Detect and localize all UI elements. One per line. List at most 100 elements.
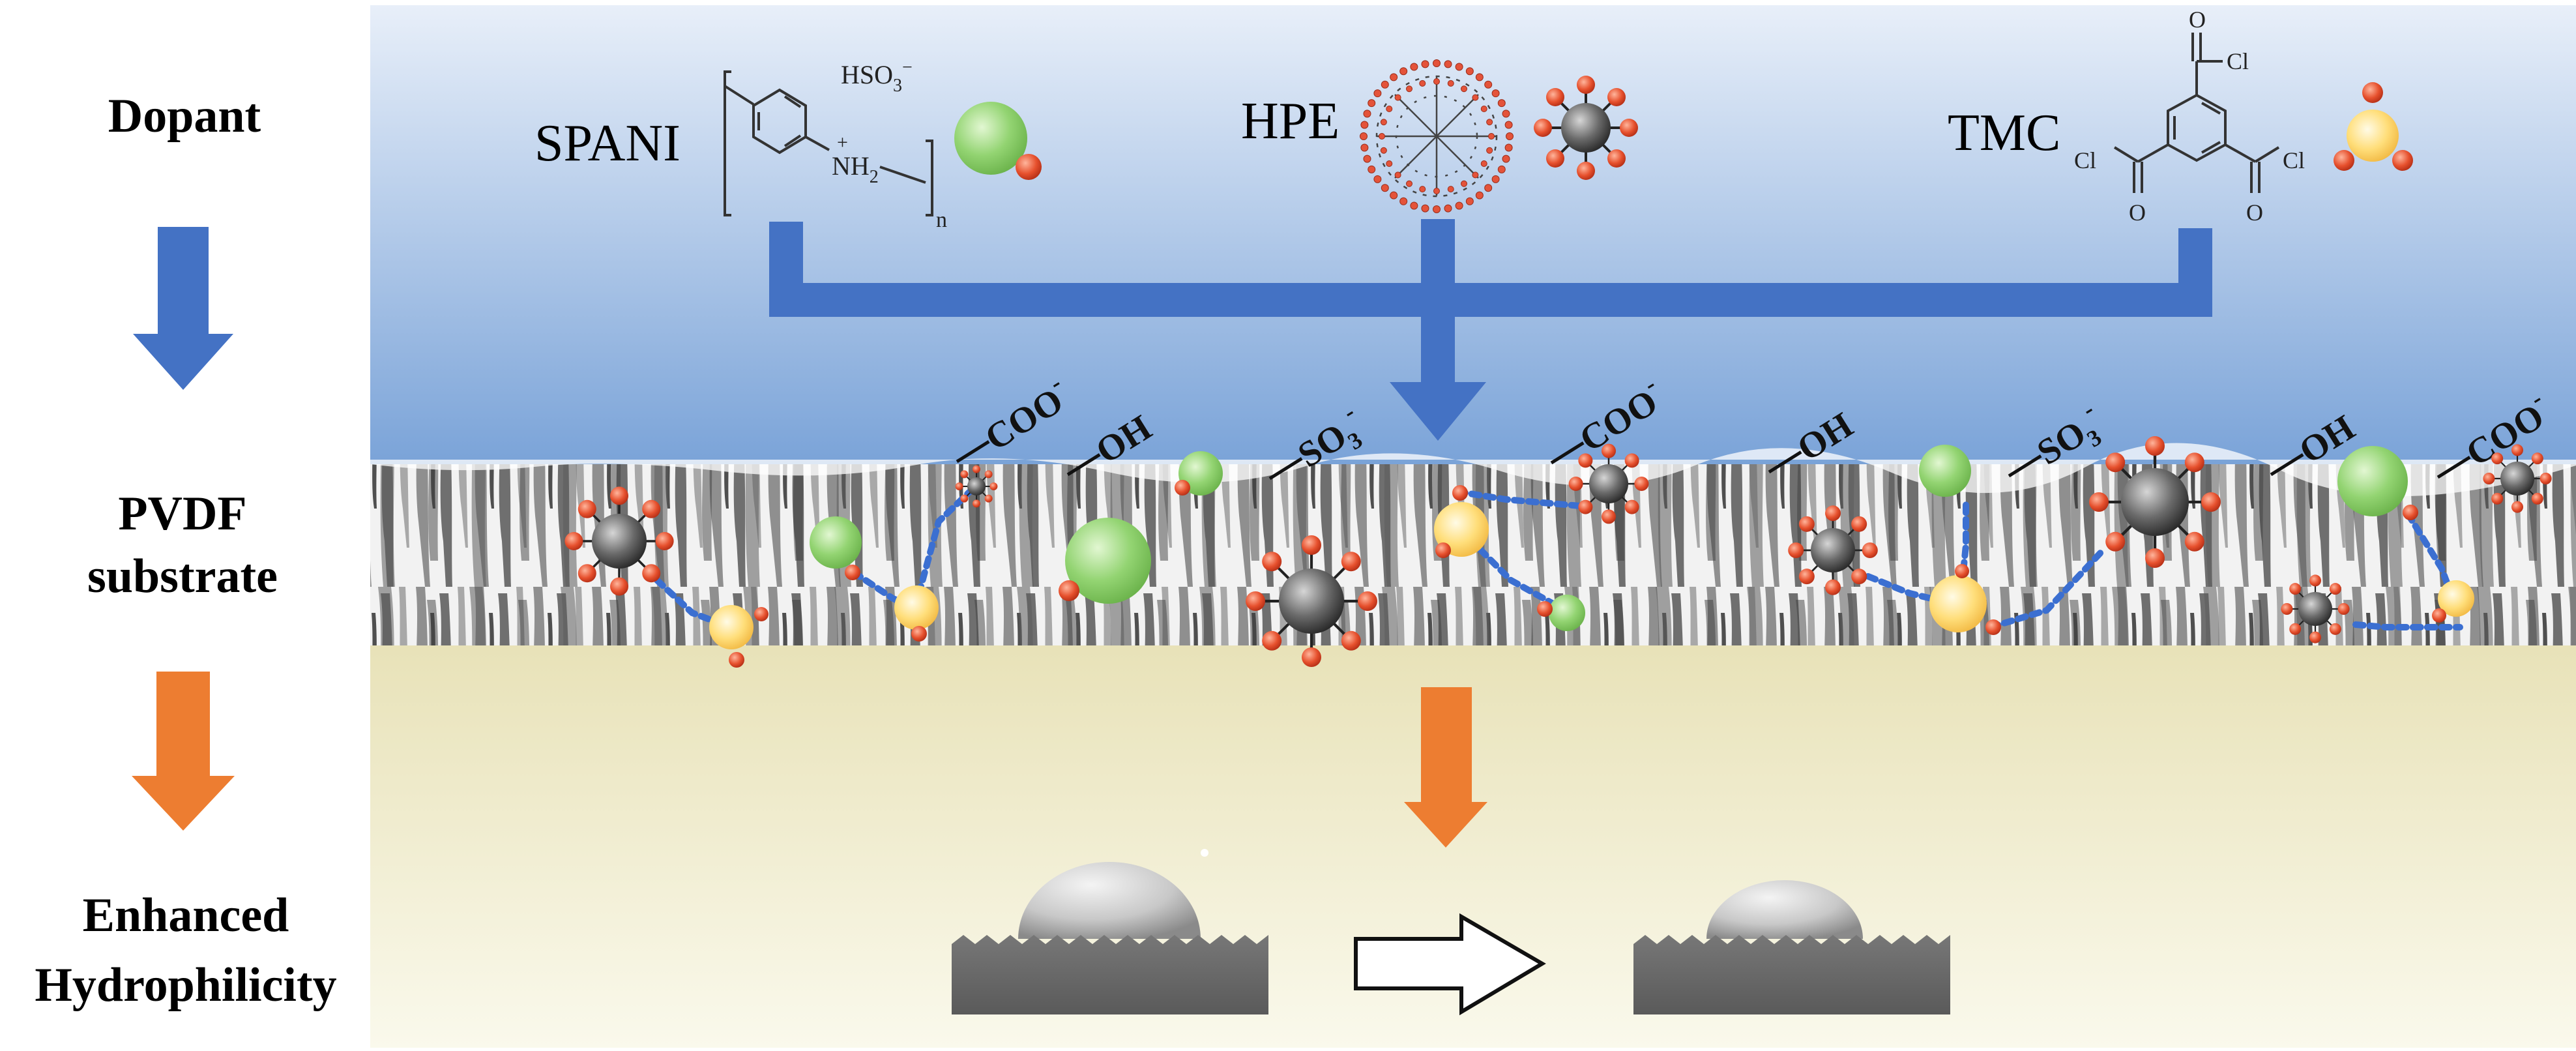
hpe-particle-small <box>955 465 998 508</box>
spani-structure <box>724 70 933 216</box>
svg-text:O: O <box>2189 7 2206 33</box>
step-label-enhanced: Enhanced <box>83 889 289 942</box>
hpe-terminal-dot <box>1360 132 1368 140</box>
hpe-particle <box>1568 443 1649 524</box>
hpe-terminal-dot <box>1433 188 1440 194</box>
hpe-terminal-dot <box>1386 106 1393 112</box>
hpe-terminal-dot <box>1475 73 1484 81</box>
hpe-terminal-dot <box>1447 80 1454 87</box>
orange-down-arrow-left <box>132 672 235 831</box>
hpe-terminal-dot <box>1480 160 1487 167</box>
oxygen-atom <box>1537 601 1553 617</box>
tmc-particle <box>1434 502 1489 557</box>
hpe-terminal-dot <box>1504 143 1513 152</box>
hydrophilic-droplet-surface <box>1633 880 1950 1014</box>
hpe-particle <box>2281 574 2350 644</box>
spani-n: n <box>936 208 947 232</box>
spani-particle <box>810 516 862 569</box>
hpe-terminal-dot <box>1433 78 1440 85</box>
oxygen-atom <box>1452 485 1468 501</box>
hpe-label: HPE <box>1241 93 1339 150</box>
oxygen-atom <box>1435 542 1451 558</box>
hpe-terminal-dot <box>1390 73 1398 81</box>
tmc-atom-labels: O Cl Cl O Cl O <box>2074 7 2305 226</box>
hpe-terminal-dot <box>1486 147 1493 154</box>
hpe-particle <box>2483 444 2552 513</box>
hpe-terminal-dot <box>1497 165 1506 173</box>
hpe-terminal-dot <box>1380 147 1387 154</box>
oxygen-atom <box>754 607 768 621</box>
hpe-terminal-dot <box>1472 171 1479 179</box>
spani-particle <box>1919 445 1971 497</box>
hpe-terminal-dot <box>1447 186 1454 193</box>
hpe-terminal-dot <box>1504 121 1513 129</box>
hpe-terminal-dot <box>1465 67 1474 76</box>
transition-arrow-icon <box>1354 913 1546 1016</box>
hpe-terminal-dot <box>1461 180 1467 187</box>
hpe-terminal-dot <box>1502 155 1510 163</box>
hydrophobic-droplet-surface <box>952 849 1268 1014</box>
svg-text:Cl: Cl <box>2227 48 2249 74</box>
hpe-terminal-dot <box>1381 80 1389 89</box>
hpe-terminal-dot <box>1406 180 1412 187</box>
membrane-particles <box>564 436 2552 668</box>
tmc-particle <box>894 585 939 630</box>
tmc-label: TMC <box>1948 104 2060 162</box>
hpe-terminal-dot <box>1433 205 1441 213</box>
tmc-particle <box>709 605 754 649</box>
hpe-terminal-dot <box>1381 184 1389 192</box>
oxygen-atom <box>729 652 744 668</box>
hpe-terminal-dot <box>1360 121 1369 129</box>
hpe-particle <box>1788 505 1878 595</box>
hpe-particle <box>564 486 674 596</box>
step-label-hydrophilicity: Hydrophilicity <box>35 958 336 1012</box>
step-label-pvdf: PVDF <box>118 487 246 540</box>
hpe-terminal-dot <box>1472 94 1479 101</box>
hpe-terminal-dot <box>1379 133 1385 140</box>
spani-hso3: HSO3− <box>841 57 913 96</box>
hpe-terminal-dot <box>1455 201 1463 210</box>
hpe-terminal-dot <box>1394 171 1401 179</box>
hpe-terminal-dot <box>1373 89 1382 98</box>
tmc-particle <box>1929 575 1987 632</box>
hpe-terminal-dot <box>1410 63 1418 71</box>
oxygen-atom <box>1059 580 1079 601</box>
hpe-terminal-dot <box>1363 110 1371 118</box>
orange-down-arrow-center <box>1404 687 1487 848</box>
hpe-terminal-dot <box>1419 80 1426 87</box>
spani-nh2: NH2 <box>832 151 879 187</box>
hpe-terminal-dot <box>1419 186 1426 193</box>
step-label-substrate: substrate <box>87 550 278 603</box>
svg-text:Cl: Cl <box>2074 147 2096 173</box>
spani-particle <box>1065 518 1151 604</box>
spani-particle <box>1549 595 1585 631</box>
hpe-terminal-dot <box>1497 99 1506 108</box>
oxygen-atom <box>911 626 927 642</box>
oxygen-atom <box>1955 564 1969 578</box>
oxygen-atom <box>845 565 860 580</box>
tmc-icon <box>2334 82 2413 171</box>
spani-icon <box>954 102 1042 180</box>
svg-text:Cl: Cl <box>2283 147 2305 173</box>
hpe-terminal-dot <box>1444 60 1452 68</box>
hpe-terminal-dot <box>1433 59 1441 67</box>
oxygen-atom <box>1175 480 1190 496</box>
hpe-terminal-dot <box>1491 175 1500 183</box>
hpe-terminal-dot <box>1421 60 1429 68</box>
hpe-terminal-groups <box>1360 59 1514 213</box>
hpe-terminal-dot <box>1399 67 1408 76</box>
step-label-dopant: Dopant <box>108 89 261 143</box>
hpe-terminal-dot <box>1506 132 1514 140</box>
hpe-terminal-dot <box>1373 175 1382 183</box>
hpe-terminal-dot <box>1390 191 1398 200</box>
hpe-icon <box>1534 76 1638 180</box>
hpe-terminal-dot <box>1410 201 1418 210</box>
spani-plus: + <box>837 132 848 153</box>
hpe-terminal-dot <box>1484 184 1493 192</box>
hpe-terminal-dot <box>1394 94 1401 101</box>
blue-down-arrow-left <box>133 227 233 390</box>
svg-text:O: O <box>2129 200 2146 226</box>
hpe-terminal-dot <box>1406 85 1412 93</box>
